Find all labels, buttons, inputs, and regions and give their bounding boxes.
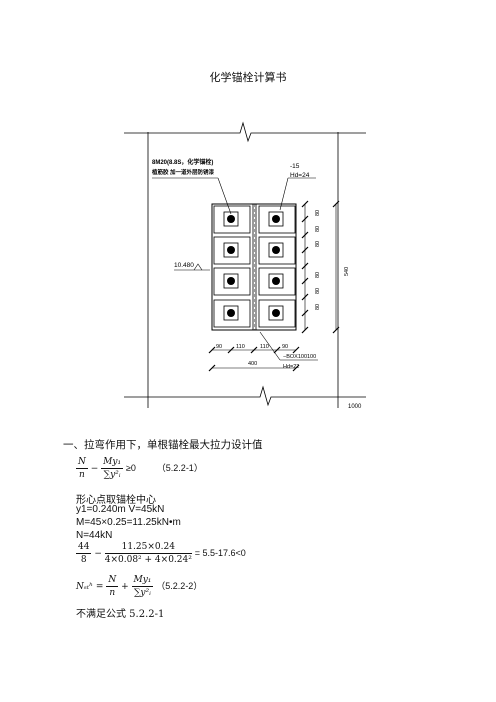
dim-h-1: 90: [216, 344, 222, 350]
formula-1-sum: ∑y²ᵢ: [103, 470, 121, 480]
dim-v-total: 540: [344, 267, 350, 276]
level-mark: 10.480: [174, 262, 194, 269]
formula-2-sum: ∑y²ᵢ: [133, 588, 151, 598]
hd-top: Hd=24: [290, 172, 310, 179]
plate-thickness: -15: [290, 163, 300, 170]
anchor-callout-2: 植筋胶 加一道外层防锈漆: [151, 168, 215, 176]
calc-d2: 4×0.08² + 4×0.24²: [104, 555, 192, 565]
dim-v-2: 80: [315, 226, 321, 232]
anchor-callout-1: 8M20(8.8S，化学锚栓): [152, 158, 213, 166]
dim-v-6: 80: [315, 304, 321, 310]
dim-h-total: 400: [248, 361, 257, 367]
calc-result: = 5.5-17.6<0: [194, 548, 246, 558]
formula-2-My1: My₁: [131, 575, 154, 587]
vars-line-3: N=44kN: [76, 530, 113, 541]
dim-v-1: 80: [315, 210, 321, 216]
calc-n1: 44: [76, 542, 92, 554]
dim-v-5: 80: [315, 288, 321, 294]
hd-bottom: Hd=22: [283, 364, 299, 370]
formula-1-ref: （5.2.2-1）: [156, 463, 203, 473]
calc-d1: 8: [80, 555, 87, 565]
beam-label: −BOX100100: [283, 354, 316, 360]
formula-1-n: n: [79, 470, 85, 480]
dim-v-4: 80: [315, 272, 321, 278]
formula-2-n: n: [109, 588, 116, 598]
dim-h-2: 110: [236, 344, 245, 350]
formula-2-lhs: Nₛₜʰ: [76, 582, 94, 592]
formula-1-cond: ≥0: [125, 463, 136, 473]
anchor-layout-drawing: 8M20(8.8S，化学锚栓) 植筋胶 加一道外层防锈漆 -15 Hd=24 1…: [124, 121, 366, 410]
vars-line-2: M=45×0.25=11.25kN•m: [76, 517, 181, 528]
anchor-grid: [213, 205, 296, 328]
formula-2-ref: （5.2.2-2）: [156, 581, 203, 591]
vars-line-1: y1=0.240m V=45kN: [76, 504, 165, 515]
dim-h-4: 90: [282, 344, 288, 350]
formula-1-My1: My₁: [101, 457, 124, 469]
dim-v-3: 80: [315, 241, 321, 247]
section-heading: 一、拉弯作用下，单根锚栓最大拉力设计值: [63, 439, 263, 451]
formula-2-N: N: [106, 575, 119, 587]
conclusion: 不满足公式 5.2.2-1: [76, 609, 165, 620]
calc-n2: 11.25×0.24: [104, 541, 192, 554]
centroid-text: 形心点取锚栓中心: [76, 495, 156, 506]
page-title: 化学锚栓计算书: [209, 71, 287, 84]
formula-1-N: N: [76, 457, 88, 469]
wall-width: 1000: [348, 404, 362, 410]
dim-h-3: 110: [260, 344, 269, 350]
